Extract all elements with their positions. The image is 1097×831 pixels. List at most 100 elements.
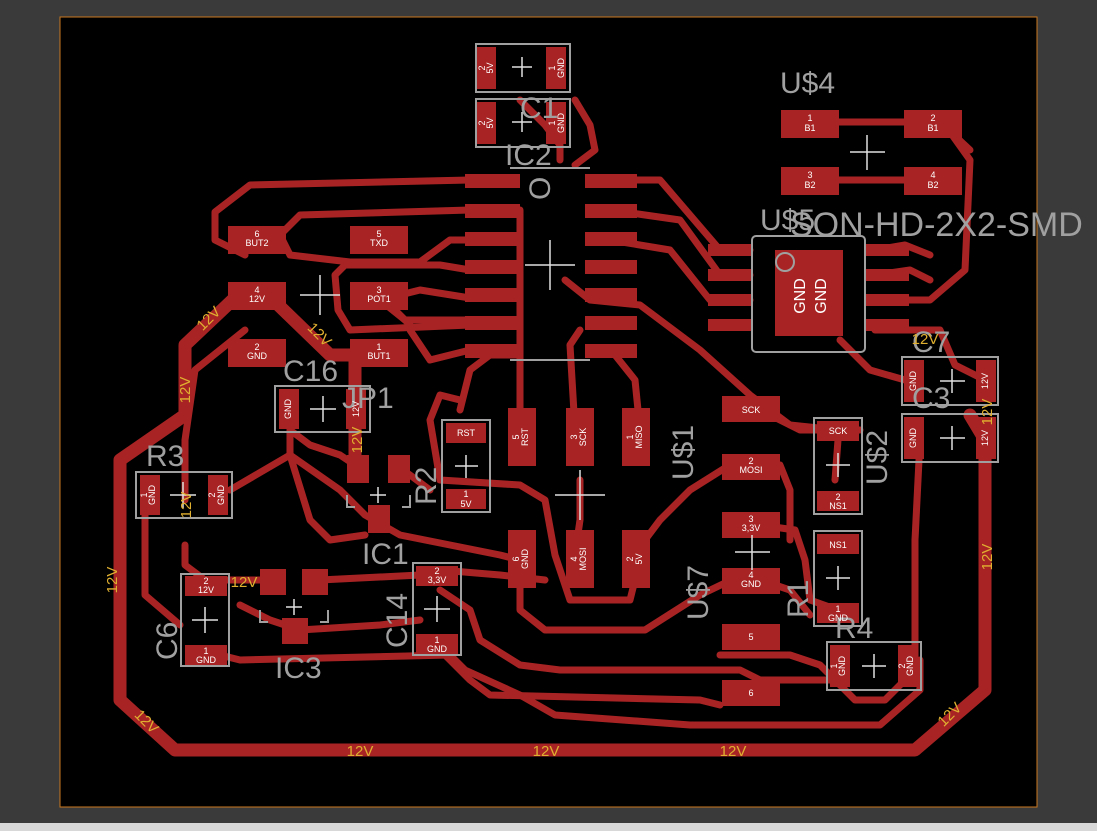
svg-text:12V: 12V [979,399,996,426]
svg-text:GND: GND [427,644,448,654]
svg-text:4: 4 [254,285,259,295]
svg-text:BUT2: BUT2 [245,238,268,248]
svg-text:12V: 12V [720,743,747,760]
svg-text:3,3V: 3,3V [742,523,761,533]
svg-text:2: 2 [207,492,217,497]
label-jp1: JP1 [342,382,394,415]
svg-text:5: 5 [376,229,381,239]
label-c14: C14 [381,593,414,648]
svg-text:GND: GND [837,656,847,677]
label-r3: R3 [146,440,184,473]
svg-text:2: 2 [930,113,935,123]
svg-text:12V: 12V [349,427,366,454]
svg-text:GND: GND [813,278,830,314]
svg-text:12V: 12V [533,743,560,760]
label-u5: U$5 [760,204,815,237]
svg-text:5V: 5V [460,499,471,509]
svg-text:3: 3 [569,434,579,439]
svg-text:GND: GND [520,549,530,570]
svg-text:2: 2 [434,566,439,576]
svg-text:2: 2 [748,456,753,466]
svg-text:1: 1 [463,489,468,499]
svg-text:GND: GND [147,485,157,506]
label-c1: C1 [520,92,558,125]
label-c3: C3 [912,382,950,415]
label-u1: U$1 [667,425,700,480]
svg-text:12V: 12V [231,574,258,591]
label-u7: U$7 [682,565,715,620]
svg-text:GND: GND [908,371,918,392]
origin-markers [170,57,965,678]
svg-text:GND: GND [792,278,809,314]
svg-text:5: 5 [511,434,521,439]
svg-text:B2: B2 [927,180,938,190]
svg-text:B2: B2 [804,180,815,190]
svg-text:12V: 12V [347,743,374,760]
svg-text:6: 6 [748,688,753,698]
svg-text:6: 6 [511,556,521,561]
svg-text:2: 2 [254,342,259,352]
svg-text:GND: GND [283,399,293,420]
svg-text:3: 3 [748,514,753,524]
svg-text:12V: 12V [178,492,195,519]
trace-12v-loop [113,286,992,757]
svg-text:12V: 12V [980,430,990,446]
svg-text:5V: 5V [634,553,644,564]
svg-text:GND: GND [828,613,849,623]
svg-text:4: 4 [748,570,753,580]
svg-text:1: 1 [835,604,840,614]
component-labels: C1 IC2 U$4 U$5 SON-HD-2X2-SMD C16 JP1 R3… [146,67,1083,685]
svg-text:12V: 12V [979,544,996,571]
svg-text:RST: RST [520,427,530,446]
svg-text:4: 4 [569,556,579,561]
svg-text:1: 1 [203,646,208,656]
svg-text:BUT1: BUT1 [367,351,390,361]
svg-text:12V: 12V [912,331,939,348]
svg-text:GND: GND [556,113,566,134]
svg-text:2: 2 [477,120,487,125]
svg-text:12V: 12V [177,377,194,404]
svg-text:12V: 12V [249,294,265,304]
svg-text:GND: GND [908,428,918,449]
svg-text:NS1: NS1 [829,540,847,550]
svg-text:2: 2 [477,65,487,70]
svg-text:1: 1 [139,492,149,497]
label-u5-package: SON-HD-2X2-SMD [790,206,1083,244]
label-r2: R2 [410,467,443,505]
net-labels: 12V 12V 12V 12V 12V 12V 12V 12V 12V 12V … [104,303,996,760]
svg-text:6: 6 [254,229,259,239]
silkscreen [135,43,999,691]
svg-text:1: 1 [547,120,557,125]
svg-text:SCK: SCK [742,405,761,415]
svg-text:GND: GND [247,351,268,361]
svg-text:3: 3 [807,170,812,180]
svg-text:NS1: NS1 [829,501,847,511]
svg-text:12V: 12V [351,401,361,417]
svg-text:4: 4 [930,170,935,180]
bottom-bar [0,823,1097,831]
svg-text:TXD: TXD [370,238,389,248]
svg-text:GND: GND [556,58,566,79]
svg-text:B1: B1 [927,123,938,133]
svg-text:5V: 5V [485,117,495,128]
svg-text:3: 3 [376,285,381,295]
svg-text:POT1: POT1 [367,294,391,304]
svg-text:2: 2 [625,556,635,561]
label-r1: R1 [782,580,815,618]
label-ic2-pin1-marker: O [524,177,557,200]
label-ic3: IC3 [275,652,322,685]
pads [140,47,996,706]
label-u4: U$4 [780,67,835,100]
label-c16: C16 [283,355,338,388]
svg-text:2: 2 [897,663,907,668]
label-ic1: IC1 [362,538,409,571]
svg-text:B1: B1 [804,123,815,133]
svg-text:12V: 12V [198,585,214,595]
svg-text:GND: GND [216,485,226,506]
svg-text:5: 5 [748,632,753,642]
svg-text:2: 2 [835,492,840,502]
svg-text:SCK: SCK [578,428,588,447]
svg-text:MISO: MISO [634,425,644,448]
label-u2: U$2 [861,430,894,485]
